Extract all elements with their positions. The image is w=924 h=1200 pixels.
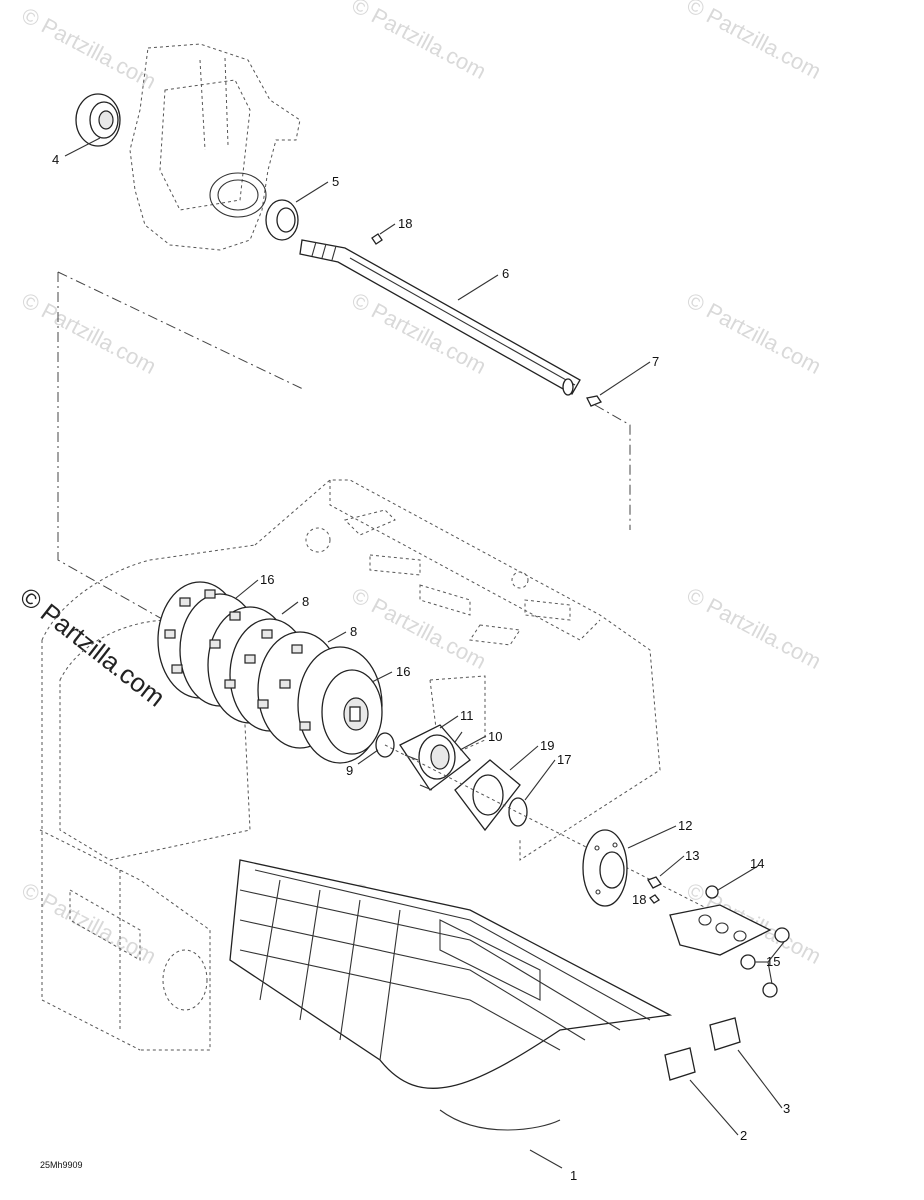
callout-14: 14	[750, 856, 764, 871]
drive-sprockets	[157, 581, 383, 764]
callout-11: 11	[460, 708, 474, 723]
watermark: © Partzilla.com	[348, 582, 491, 674]
clip-3	[709, 1017, 741, 1051]
bearing-flange-19	[454, 759, 521, 832]
bearing-housing-10	[399, 724, 471, 791]
figure-code: 25Mh9909	[40, 1160, 83, 1170]
callout-8a: 8	[302, 594, 309, 609]
callout-9: 9	[346, 763, 353, 778]
watermark: © Partzilla.com	[683, 0, 826, 84]
side-watermark: © Partzilla.com	[14, 581, 171, 713]
callout-16a: 16	[260, 572, 274, 587]
circlip-18	[649, 894, 660, 904]
callout-3: 3	[783, 1101, 790, 1116]
callout-17: 17	[557, 752, 571, 767]
bearing-4	[75, 93, 121, 147]
callout-2: 2	[740, 1128, 747, 1143]
seal-5	[265, 199, 299, 241]
track-1	[229, 859, 673, 1131]
nut-13	[647, 876, 662, 889]
callout-5: 5	[332, 174, 339, 189]
tunnel-frame	[39, 479, 661, 1051]
callout-15: 15	[766, 954, 780, 969]
chaincase-housing	[129, 43, 301, 251]
callout-13: 13	[685, 848, 699, 863]
end-cap-12	[582, 829, 628, 907]
callout-8b: 8	[350, 624, 357, 639]
callout-10: 10	[488, 729, 502, 744]
callout-12: 12	[678, 818, 692, 833]
callout-7: 7	[652, 354, 659, 369]
callout-16b: 16	[396, 664, 410, 679]
watermark: © Partzilla.com	[348, 0, 491, 84]
watermark: © Partzilla.com	[18, 877, 161, 969]
callout-18b: 18	[632, 892, 646, 907]
circlip-18	[371, 233, 383, 245]
callout-6: 6	[502, 266, 509, 281]
leader-lines	[64, 137, 785, 1169]
watermarks: © Partzilla.com © Partzilla.com © Partzi…	[14, 0, 825, 969]
o-ring-17	[508, 797, 528, 827]
nut-7	[586, 395, 602, 407]
watermark: © Partzilla.com	[18, 287, 161, 379]
watermark: © Partzilla.com	[683, 582, 826, 674]
drive-axle-6	[299, 239, 581, 396]
callout-4: 4	[52, 152, 59, 167]
callout-19: 19	[540, 738, 554, 753]
watermark: © Partzilla.com	[683, 287, 826, 379]
nuts-15	[740, 927, 790, 998]
bracket-14	[669, 885, 772, 956]
callouts: 1 2 3 4 5 6 7 8 8 9 10 11 12 13 14 15 16…	[52, 152, 790, 1183]
callout-1: 1	[570, 1168, 577, 1183]
watermark: © Partzilla.com	[18, 2, 161, 94]
clip-2	[664, 1047, 696, 1081]
callout-18a: 18	[398, 216, 412, 231]
